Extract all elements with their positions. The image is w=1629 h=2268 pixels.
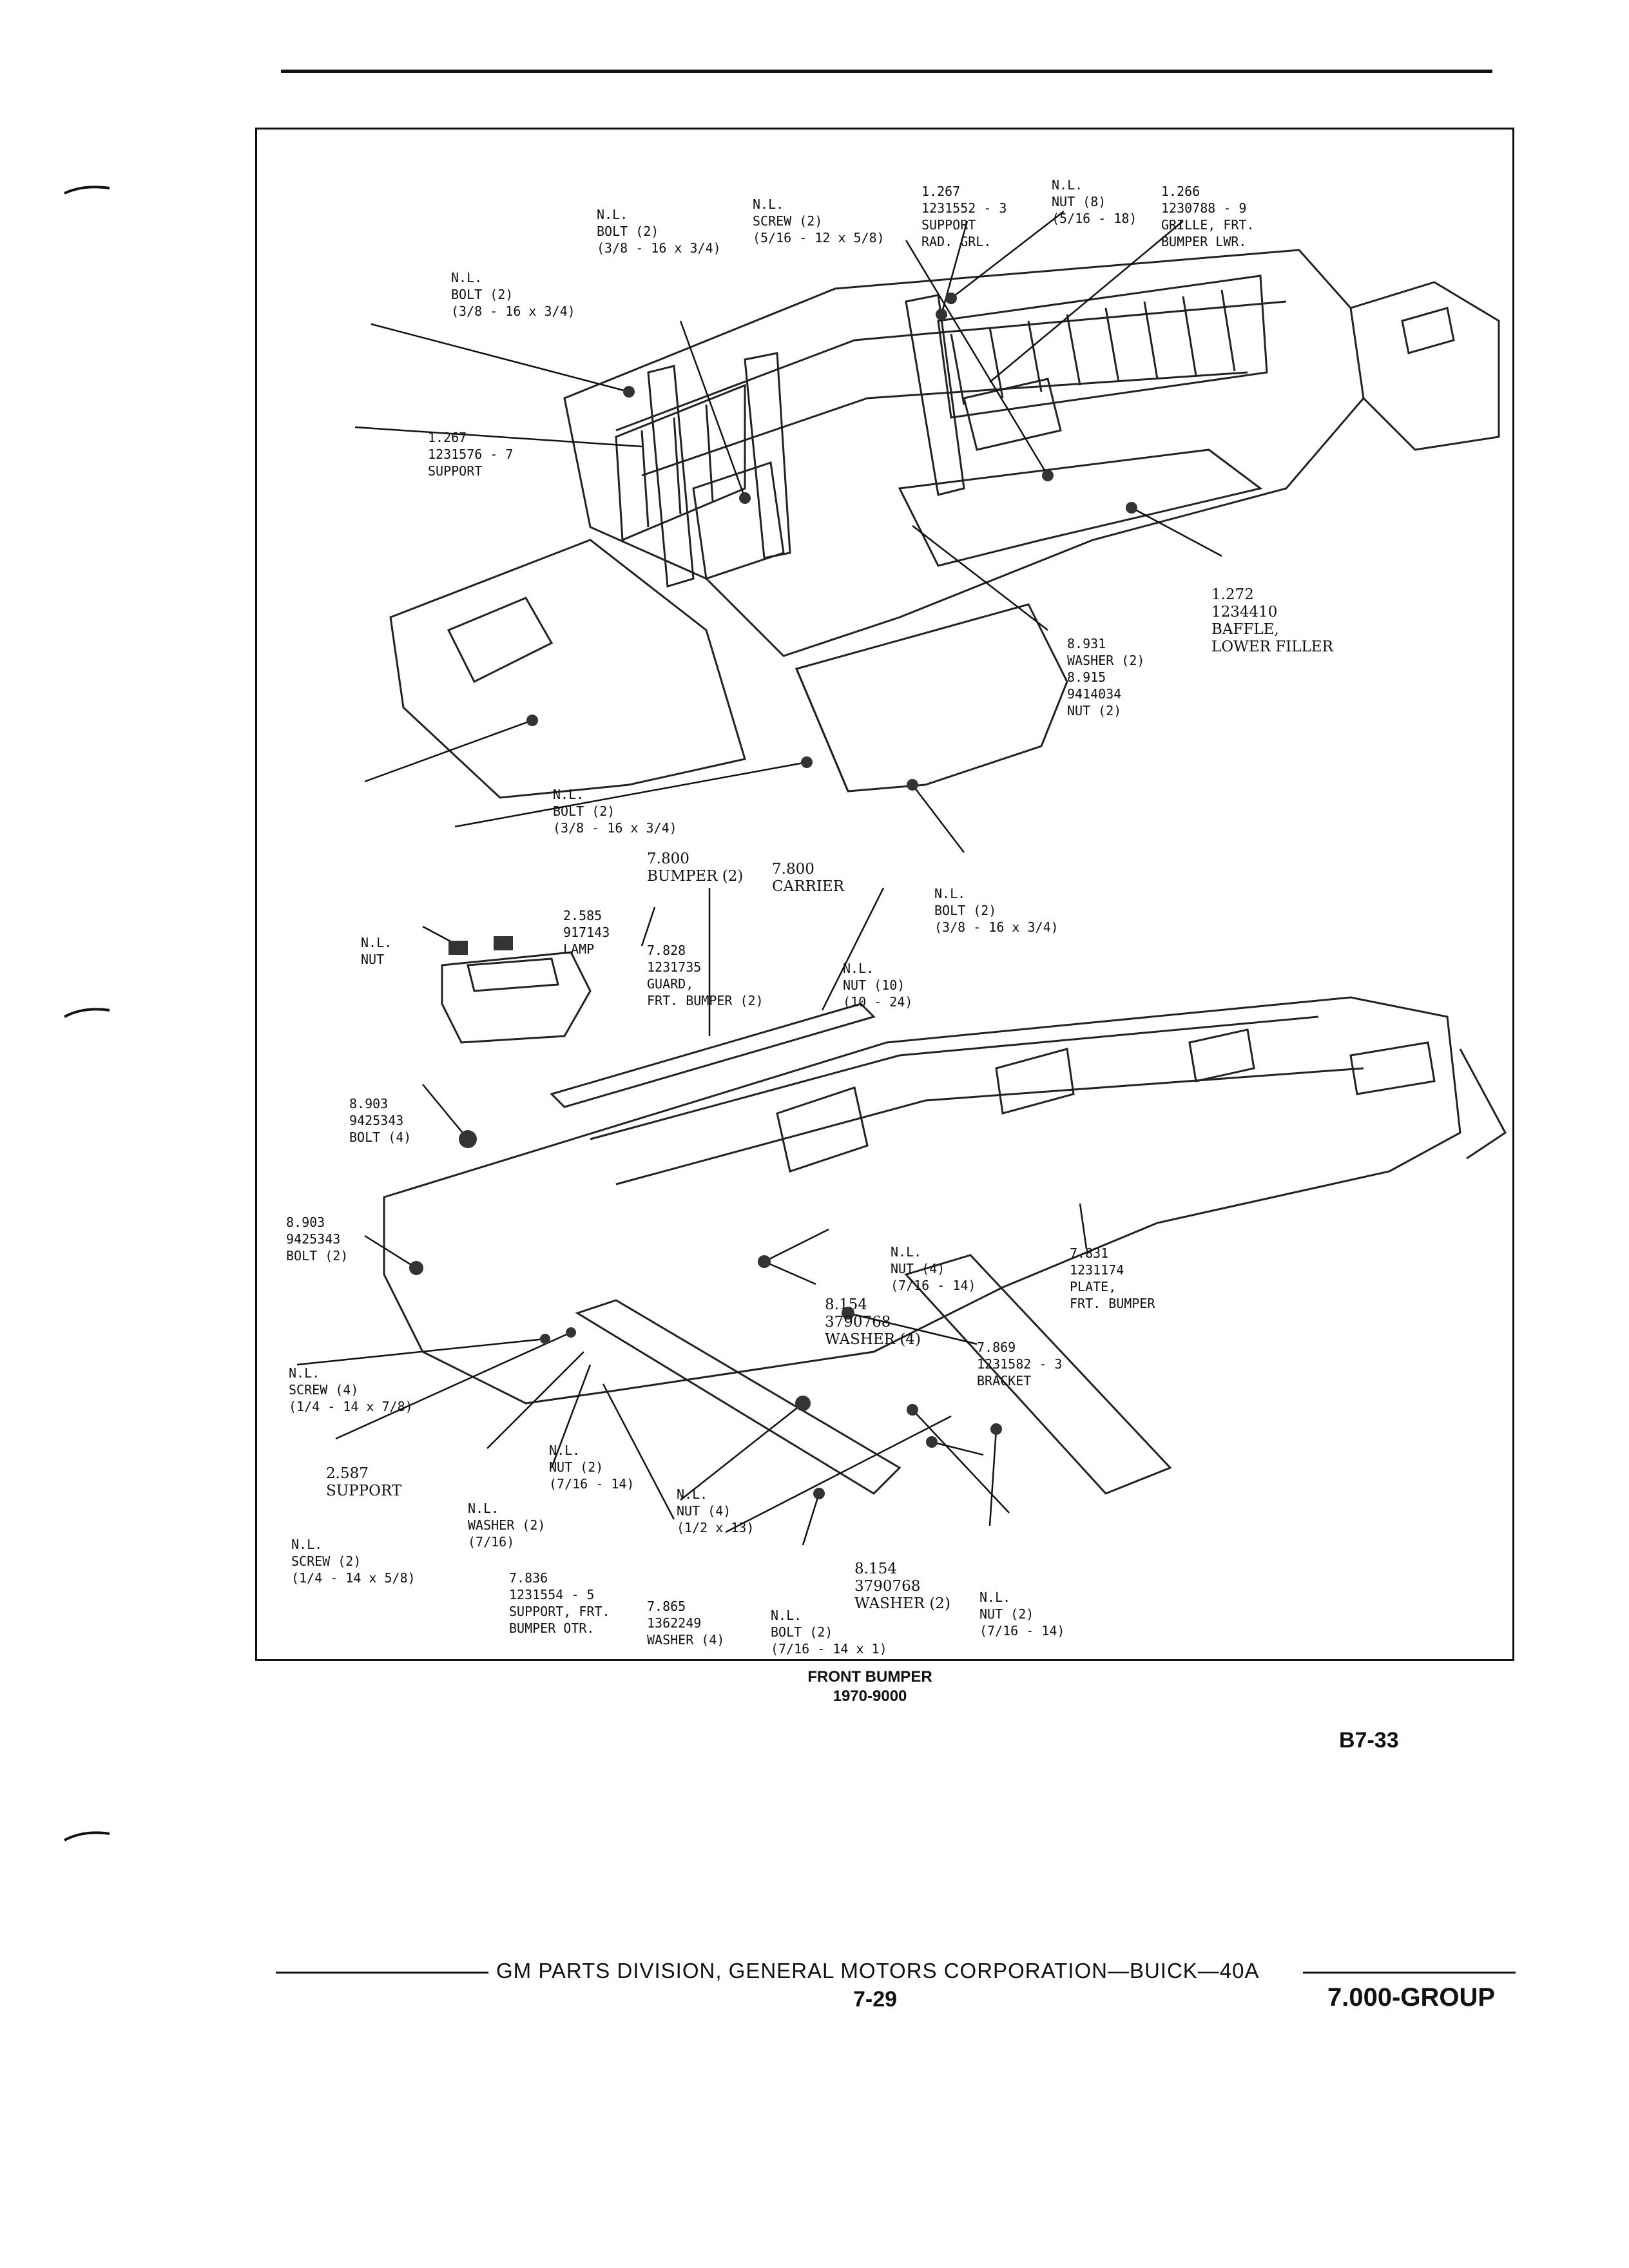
- grille-housing-outline: [563, 249, 1365, 657]
- grille-left-mesh: [615, 383, 746, 542]
- callout-nut-10: N.L.NUT (10)(10 - 24): [843, 961, 913, 1010]
- callout-screw-4: N.L.SCREW (4)(1/4 - 14 x 7/8): [289, 1365, 413, 1414]
- page-id: B7-33: [1339, 1728, 1399, 1753]
- footer-rule-left: [276, 1972, 488, 1974]
- callout-bolt-top-center: N.L.BOLT (2)(3/8 - 16 x 3/4): [597, 207, 721, 256]
- callout-nut-4b: N.L.NUT (4)(1/2 x 13): [677, 1486, 755, 1535]
- caption-title: FRONT BUMPER: [807, 1668, 932, 1686]
- callout-nut-2a: N.L.NUT (2)(7/16 - 14): [549, 1443, 635, 1492]
- callout-bolt-716: N.L.BOLT (2)(7/16 - 14 x 1): [771, 1608, 887, 1657]
- caption-subtitle: 1970-9000: [833, 1687, 907, 1705]
- lamp-housing: [441, 951, 592, 1044]
- callout-screw-top: N.L.SCREW (2)(5/16 - 12 x 5/8): [753, 197, 885, 245]
- callout-nut-4: N.L.NUT (4)(7/16 - 14): [891, 1244, 976, 1293]
- left-wing: [389, 539, 746, 799]
- footer-text: GM PARTS DIVISION, GENERAL MOTORS CORPOR…: [496, 1959, 1260, 1983]
- bracket-outline: [904, 1254, 1172, 1495]
- guard-strip: [550, 1003, 876, 1108]
- callout-washer-2a: N.L.WASHER (2)(7/16): [468, 1501, 546, 1550]
- callout-nut-top: N.L.NUT (8)(5/16 - 18): [1052, 177, 1137, 226]
- footer-group: 7.000-GROUP: [1327, 1983, 1496, 2012]
- callout-nut-lamp: N.L.NUT: [361, 935, 392, 967]
- bumper-plate-outline: [383, 996, 1461, 1405]
- left-support: [647, 365, 695, 588]
- footer-rule-right: [1303, 1972, 1516, 1974]
- right-support: [905, 294, 965, 496]
- center-support: [744, 352, 791, 559]
- callout-bolt-top-left: N.L.BOLT (2)(3/8 - 16 x 3/4): [451, 270, 575, 319]
- footer-page-number: 7-29: [853, 1987, 898, 2012]
- punch-hole-marks: [64, 186, 110, 1841]
- callout-bolt-mid-left: N.L.BOLT (2)(3/8 - 16 x 3/4): [553, 787, 677, 836]
- right-wing: [1350, 281, 1500, 451]
- exploded-view-illustration: [296, 211, 1507, 1546]
- callout-screw-2: N.L.SCREW (2)(1/4 - 14 x 5/8): [291, 1537, 416, 1586]
- diagram-frame: [255, 128, 1514, 1661]
- grille-right-mesh: [937, 274, 1268, 419]
- figure-caption: FRONT BUMPER 1970-9000: [709, 1667, 1031, 1706]
- outer-support-outline: [575, 1299, 901, 1495]
- callout-nut-2b: N.L.NUT (2)(7/16 - 14): [979, 1590, 1065, 1639]
- baffle-outline: [898, 448, 1263, 567]
- callout-bolt-mid-right: N.L.BOLT (2)(3/8 - 16 x 3/4): [934, 886, 1059, 935]
- top-rule: [281, 70, 1492, 73]
